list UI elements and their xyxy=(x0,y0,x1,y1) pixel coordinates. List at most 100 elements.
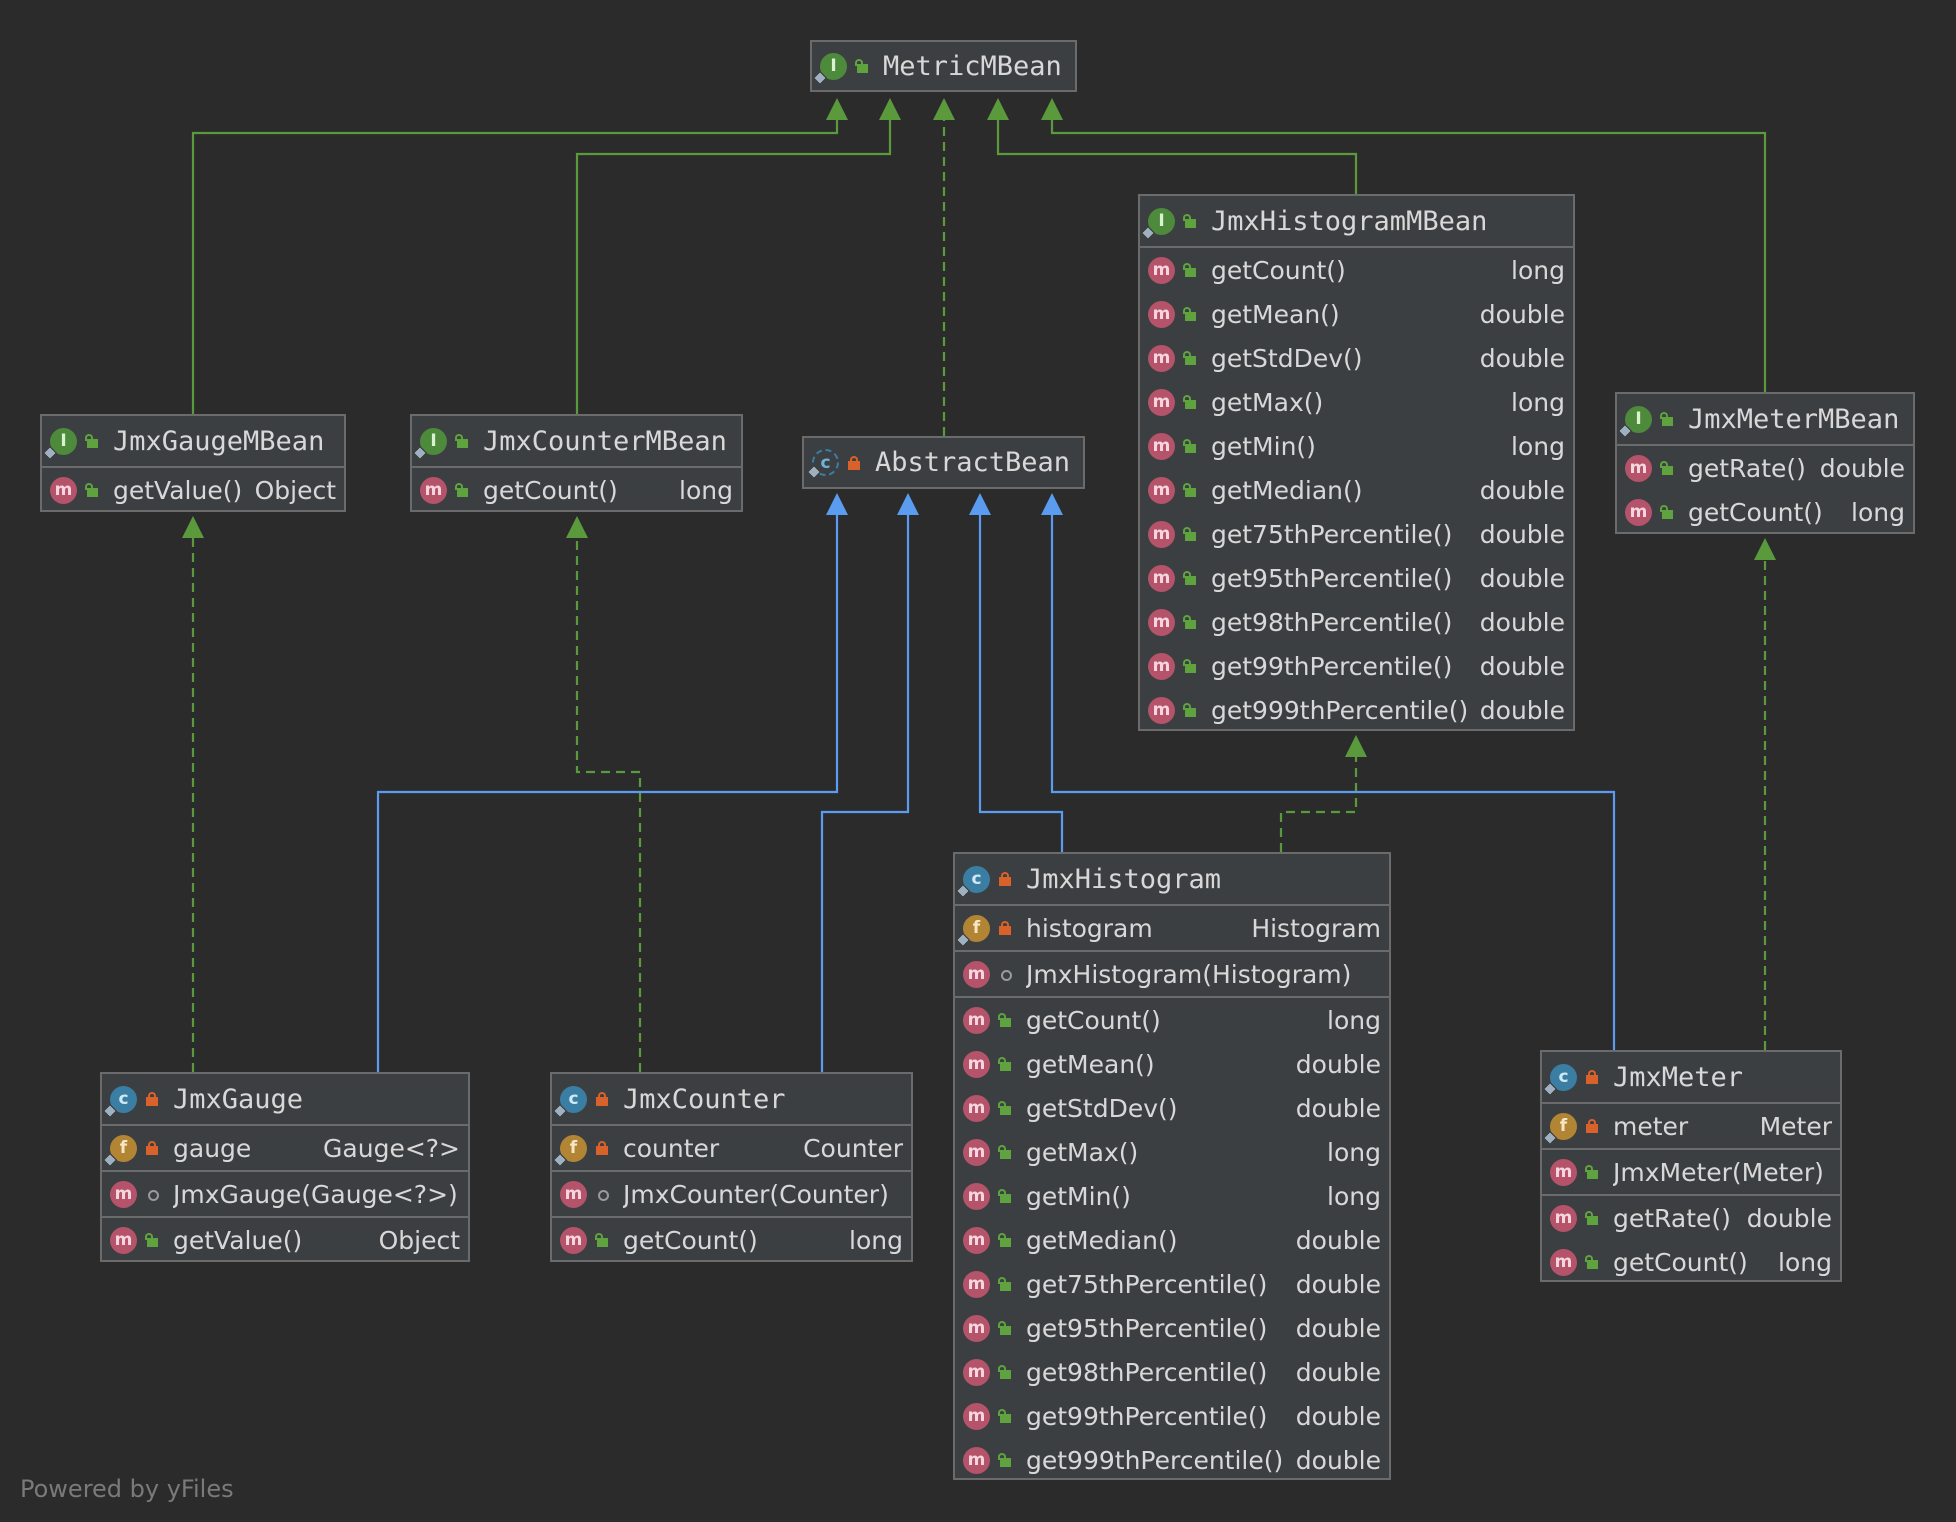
member-type: Object xyxy=(378,1225,460,1255)
member-type: Counter xyxy=(803,1133,903,1163)
method-icon: m xyxy=(963,1182,990,1210)
member-type: long xyxy=(1511,387,1565,417)
method-icon: m xyxy=(963,1358,990,1386)
member-name: get999thPercentile() xyxy=(1211,695,1469,725)
member-name: get98thPercentile() xyxy=(1026,1357,1268,1387)
interface-icon: I xyxy=(412,427,447,460)
node-title: JmxMeterMBean xyxy=(1688,403,1900,435)
public-visibility-icon xyxy=(85,483,99,497)
member-type: long xyxy=(679,475,733,505)
public-visibility-icon xyxy=(1183,214,1197,228)
public-visibility-icon xyxy=(998,1409,1012,1423)
member-type: double xyxy=(1479,475,1565,505)
method-icon: m xyxy=(963,1006,990,1034)
public-visibility-icon xyxy=(1183,351,1197,365)
member-name: getStdDev() xyxy=(1026,1093,1178,1123)
method-icon: m xyxy=(963,1138,990,1166)
field-icon: f xyxy=(102,1134,137,1167)
public-visibility-icon xyxy=(595,1233,609,1247)
member-type: double xyxy=(1479,695,1565,725)
method-icon: m xyxy=(1550,1248,1577,1276)
public-visibility-icon xyxy=(1585,1255,1599,1269)
method-icon: m xyxy=(963,1226,990,1254)
interface-icon: I xyxy=(812,52,847,85)
interface-icon: I xyxy=(1140,207,1175,240)
arrowhead xyxy=(933,98,955,120)
public-visibility-icon xyxy=(998,1321,1012,1335)
arrowhead xyxy=(1345,735,1367,757)
member-name: getCount() xyxy=(1613,1247,1748,1277)
member-name: getRate() xyxy=(1613,1203,1731,1233)
method-icon: m xyxy=(1148,300,1175,328)
member-type: double xyxy=(1479,651,1565,681)
edge-jmxmetermbean-to-metricmbean xyxy=(1041,98,1767,392)
member-type: double xyxy=(1295,1093,1381,1123)
method-icon: m xyxy=(1148,344,1175,372)
public-visibility-icon xyxy=(1183,307,1197,321)
member-name: getCount() xyxy=(1688,497,1823,527)
member-type: double xyxy=(1479,519,1565,549)
powered-by-footer: Powered by yFiles xyxy=(20,1475,234,1503)
node-title: JmxMeter xyxy=(1613,1061,1744,1093)
public-visibility-icon xyxy=(855,59,869,73)
